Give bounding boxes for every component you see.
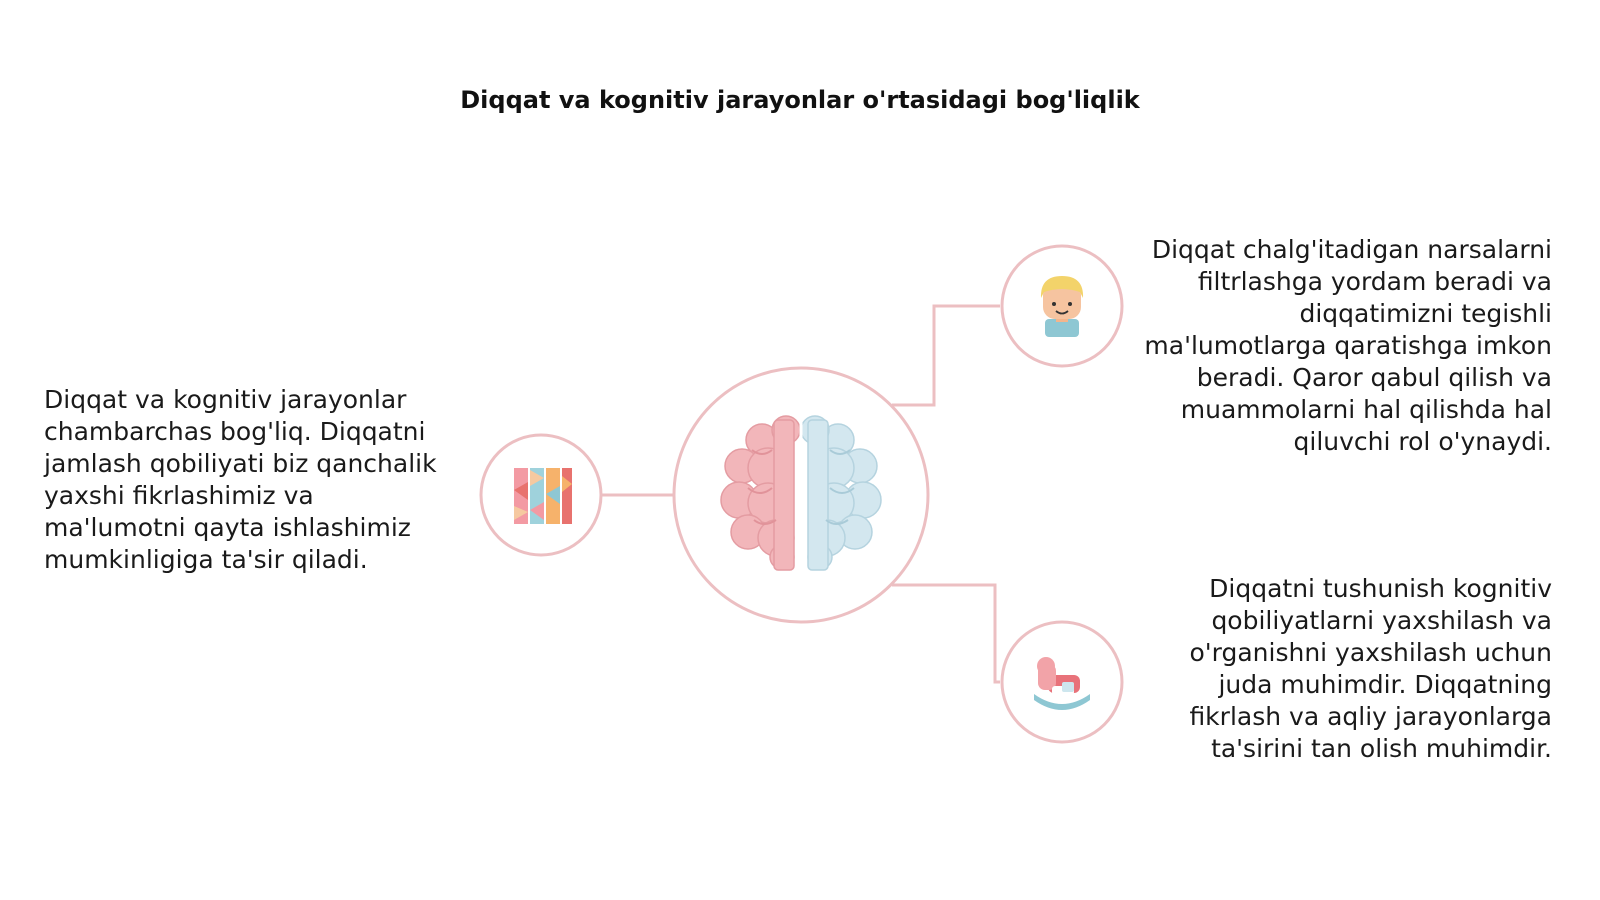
brain-icon <box>720 415 882 572</box>
node-right-top <box>1000 244 1124 368</box>
puzzle-blocks-icon <box>514 468 572 524</box>
node-right-bottom <box>1000 620 1124 744</box>
rocking-horse-icon <box>1034 657 1090 710</box>
connector-right-bottom <box>892 583 1000 684</box>
child-face-icon <box>1040 276 1084 337</box>
text-left: Diqqat va kognitiv jarayonlar chambarcha… <box>44 385 437 574</box>
center-node <box>672 366 930 624</box>
text-right-bottom: Diqqatni tushunish kognitiv qobiliyatlar… <box>1189 574 1552 763</box>
text-right-top: Diqqat chalg'itadigan narsalarni filtrla… <box>1144 235 1552 456</box>
page-title: Diqqat va kognitiv jarayonlar o'rtasidag… <box>460 86 1140 114</box>
connector-right-top <box>892 304 1000 407</box>
node-left <box>479 433 603 557</box>
